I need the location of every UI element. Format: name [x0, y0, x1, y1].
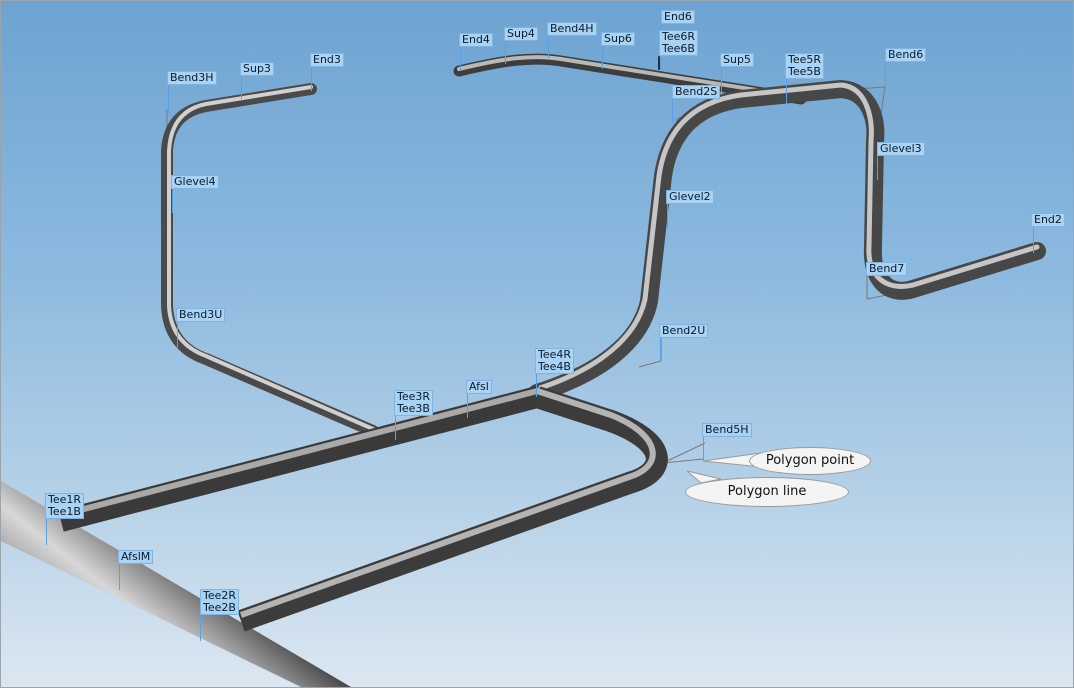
stem-end4: [460, 45, 461, 71]
label-afslm[interactable]: AfslM: [118, 550, 154, 564]
stem-glevel2: [667, 202, 668, 228]
label-tee1[interactable]: Tee1R Tee1B: [45, 493, 85, 519]
polygon-line-bend5h: [662, 442, 706, 464]
pipe-branch-tee1-tee4[interactable]: [58, 385, 544, 532]
stem-bend2u: [660, 336, 661, 362]
label-glevel4[interactable]: Glevel4: [171, 175, 219, 189]
callout-polygon-line: Polygon line: [685, 477, 849, 507]
stem-glevel4: [172, 187, 173, 213]
label-bend6[interactable]: Bend6: [885, 48, 927, 62]
label-bend4h[interactable]: Bend4H: [547, 22, 597, 36]
stem-sup6: [602, 44, 603, 69]
stem-tee3: [395, 414, 396, 440]
stem-end2: [1033, 225, 1034, 253]
pipe-run-end4-tee5[interactable]: [453, 53, 807, 105]
stem-glevel3: [877, 154, 878, 180]
label-tee3[interactable]: Tee3R Tee3B: [394, 390, 434, 416]
stem-tee5: [786, 78, 787, 104]
stem-sup4: [505, 38, 506, 64]
label-end4[interactable]: End4: [459, 33, 493, 47]
stem-tee4: [536, 373, 537, 397]
stem-bend2s: [672, 97, 673, 123]
label-tee2[interactable]: Tee2R Tee2B: [200, 589, 240, 615]
label-sup6[interactable]: Sup6: [601, 32, 635, 46]
stem-afsl: [467, 392, 468, 418]
label-bend3h[interactable]: Bend3H: [167, 71, 217, 85]
stem-bend7: [867, 274, 868, 300]
label-sup3[interactable]: Sup3: [240, 62, 274, 76]
label-tee5[interactable]: Tee5R Tee5B: [785, 53, 825, 79]
label-end6[interactable]: End6: [661, 10, 695, 24]
stem-bend3h: [168, 83, 169, 113]
stem-bend6: [885, 60, 886, 88]
stem-afslm: [119, 562, 120, 590]
label-bend2s[interactable]: Bend2S: [672, 85, 721, 99]
label-end3[interactable]: End3: [310, 53, 344, 67]
label-end2[interactable]: End2: [1031, 213, 1065, 227]
label-bend5h[interactable]: Bend5H: [702, 423, 752, 437]
stem-end3: [311, 65, 312, 91]
main-header-pipe[interactable]: [1, 481, 351, 687]
label-tee6[interactable]: Tee6R Tee6B: [659, 30, 699, 56]
stem-tee1: [46, 517, 47, 545]
stem-tee6: [660, 54, 661, 70]
stem-bend5h: [703, 435, 704, 461]
label-bend2u[interactable]: Bend2U: [659, 324, 709, 338]
polygon-line-bend2u: [638, 337, 662, 368]
label-glevel2[interactable]: Glevel2: [666, 190, 714, 204]
label-glevel3[interactable]: Glevel3: [877, 142, 925, 156]
label-bend7[interactable]: Bend7: [866, 262, 908, 276]
callout-polygon-point: Polygon point: [749, 447, 871, 475]
stem-sup3: [241, 74, 242, 99]
stem-tee2: [200, 613, 201, 641]
stem-bend3u: [177, 320, 178, 348]
label-bend3u[interactable]: Bend3U: [176, 308, 226, 322]
pipe-loop-front[interactable]: [237, 386, 668, 632]
label-afsl[interactable]: Afsl: [466, 380, 492, 394]
stem-sup5: [721, 65, 722, 95]
stem-bend4h: [548, 34, 549, 58]
label-sup5[interactable]: Sup5: [720, 53, 754, 67]
pipe-loop-left[interactable]: [161, 83, 379, 437]
label-tee4[interactable]: Tee4R Tee4B: [535, 348, 575, 374]
label-sup4[interactable]: Sup4: [504, 27, 538, 41]
